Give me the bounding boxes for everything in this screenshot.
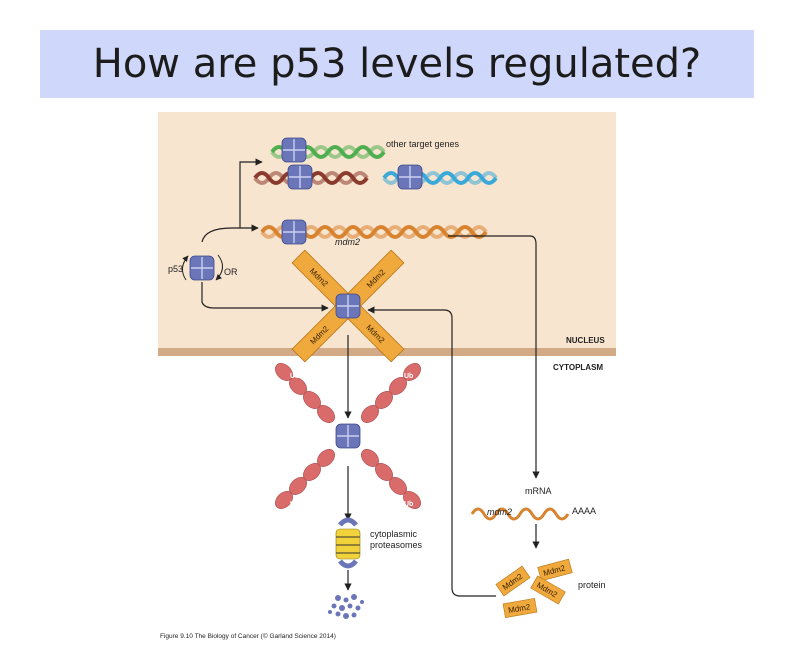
slide-title: How are p53 levels regulated?	[92, 41, 702, 87]
or-label: OR	[224, 267, 238, 277]
mrna-label: mRNA	[525, 486, 552, 496]
ubiquitinated-p53: Ub Ub Ub Ub	[275, 363, 421, 509]
mdm2-p53-complex: Mdm2 Mdm2 Mdm2 Mdm2	[291, 249, 405, 363]
p53-on-blue-dna	[397, 164, 423, 190]
proteasome-label-2: proteasomes	[370, 540, 423, 550]
svg-text:Ub: Ub	[404, 373, 413, 380]
p53-on-mdm2-gene	[281, 219, 307, 245]
mdm2-protein-cluster: Mdm2 Mdm2 Mdm2 Mdm2	[495, 558, 573, 619]
proteasome	[335, 517, 361, 569]
mdm2-mrna-strand	[470, 507, 570, 521]
svg-text:Ub: Ub	[290, 373, 299, 380]
p53-on-green-dna	[281, 137, 307, 163]
figure-caption: Figure 9.10 The Biology of Cancer (© Gar…	[160, 632, 336, 640]
arrow-or-loop	[215, 254, 223, 281]
title-banner: How are p53 levels regulated?	[40, 30, 754, 98]
mrna-gene-label: mdm2	[487, 507, 512, 517]
other-target-genes-label: other target genes	[386, 139, 460, 149]
p53-on-brown-dna	[287, 164, 313, 190]
p53-label: p53	[168, 264, 183, 274]
arrow-transcription	[448, 235, 540, 479]
p53-free	[189, 255, 215, 281]
degraded-fragments	[328, 594, 364, 619]
arrow-mdm2-to-nucleus	[367, 306, 496, 597]
svg-text:Ub: Ub	[290, 501, 299, 508]
arrow-or-loop-back	[182, 255, 189, 281]
svg-text:Mdm2: Mdm2	[507, 602, 531, 615]
cytoplasm-label: CYTOPLASM	[553, 363, 603, 372]
polya-label: AAAA	[572, 506, 596, 516]
arrow-p53-to-targets	[201, 158, 263, 243]
nucleus-label: NUCLEUS	[566, 336, 605, 345]
svg-text:Ub: Ub	[404, 501, 413, 508]
protein-label: protein	[578, 580, 606, 590]
proteasome-label-1: cytoplasmic	[370, 529, 418, 539]
mdm2-gene-label: mdm2	[335, 237, 360, 247]
arrow-p53-to-complex	[201, 282, 329, 312]
